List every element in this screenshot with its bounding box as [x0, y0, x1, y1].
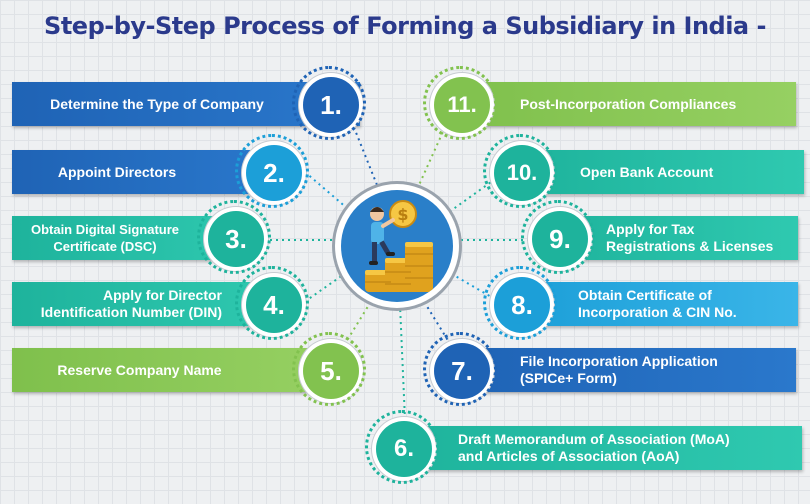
step-11-number: 11.	[423, 66, 497, 140]
step-3-label-line2: Certificate (DSC)	[53, 239, 157, 254]
step-3-label-line1: Obtain Digital Signature	[30, 222, 180, 237]
step-10-bar: Open Bank Account	[522, 150, 804, 194]
step-6-bar: Draft Memorandum of Association (MoA) an…	[400, 426, 802, 470]
dollar-coin-icon: $	[389, 200, 417, 228]
step-7-number: 7.	[423, 332, 497, 406]
step-5-bar: Reserve Company Name	[12, 348, 325, 392]
step-7-label-line2: (SPICe+ Form)	[520, 370, 617, 386]
connector-4	[299, 269, 351, 306]
step-8-label-line2: Incorporation & CIN No.	[578, 304, 737, 320]
center-illustration: $	[341, 190, 453, 302]
step-5-label: Reserve Company Name	[57, 361, 222, 378]
step-5-number: 5.	[292, 332, 366, 406]
coin-climber-illustration: $	[365, 200, 433, 292]
step-9-label-line1: Apply for Tax	[606, 221, 695, 237]
person-figure	[369, 207, 395, 265]
step-1-label: Determine the Type of Company	[50, 95, 264, 112]
step-9-number: 9.	[521, 200, 595, 274]
page-title: Step-by-Step Process of Forming a Subsid…	[44, 12, 766, 40]
step-7-bar: File Incorporation Application (SPICe+ F…	[462, 348, 796, 392]
step-9-label-line2: Registrations & Licenses	[606, 238, 774, 254]
step-7-label-line1: File Incorporation Application	[520, 353, 718, 369]
step-6-number: 6.	[365, 410, 439, 484]
step-2-number: 2.	[235, 134, 309, 208]
step-6-label-line2: and Articles of Association (AoA)	[458, 448, 680, 464]
step-4-number: 4.	[235, 266, 309, 340]
step-2-label: Appoint Directors	[57, 163, 177, 180]
step-10-number: 10.	[483, 134, 557, 208]
step-6-label-line1: Draft Memorandum of Association (MoA)	[458, 431, 730, 447]
step-4-label-line2: Identification Number (DIN)	[40, 304, 222, 320]
step-1-number: 1.	[292, 66, 366, 140]
step-8-bar: Obtain Certificate of Incorporation & CI…	[520, 282, 798, 326]
step-8-number: 8.	[483, 266, 557, 340]
step-10-label: Open Bank Account	[580, 163, 714, 180]
svg-text:$: $	[397, 205, 408, 224]
step-4-label-line1: Apply for Director	[102, 287, 222, 303]
connector-2	[304, 171, 356, 216]
step-11-label: Post-Incorporation Compliances	[520, 95, 737, 112]
connector-6	[399, 304, 406, 421]
step-8-label-line1: Obtain Certificate of	[578, 287, 712, 303]
step-11-bar: Post-Incorporation Compliances	[462, 82, 796, 126]
coin-stacks	[365, 242, 433, 292]
step-3-number: 3.	[197, 200, 271, 274]
